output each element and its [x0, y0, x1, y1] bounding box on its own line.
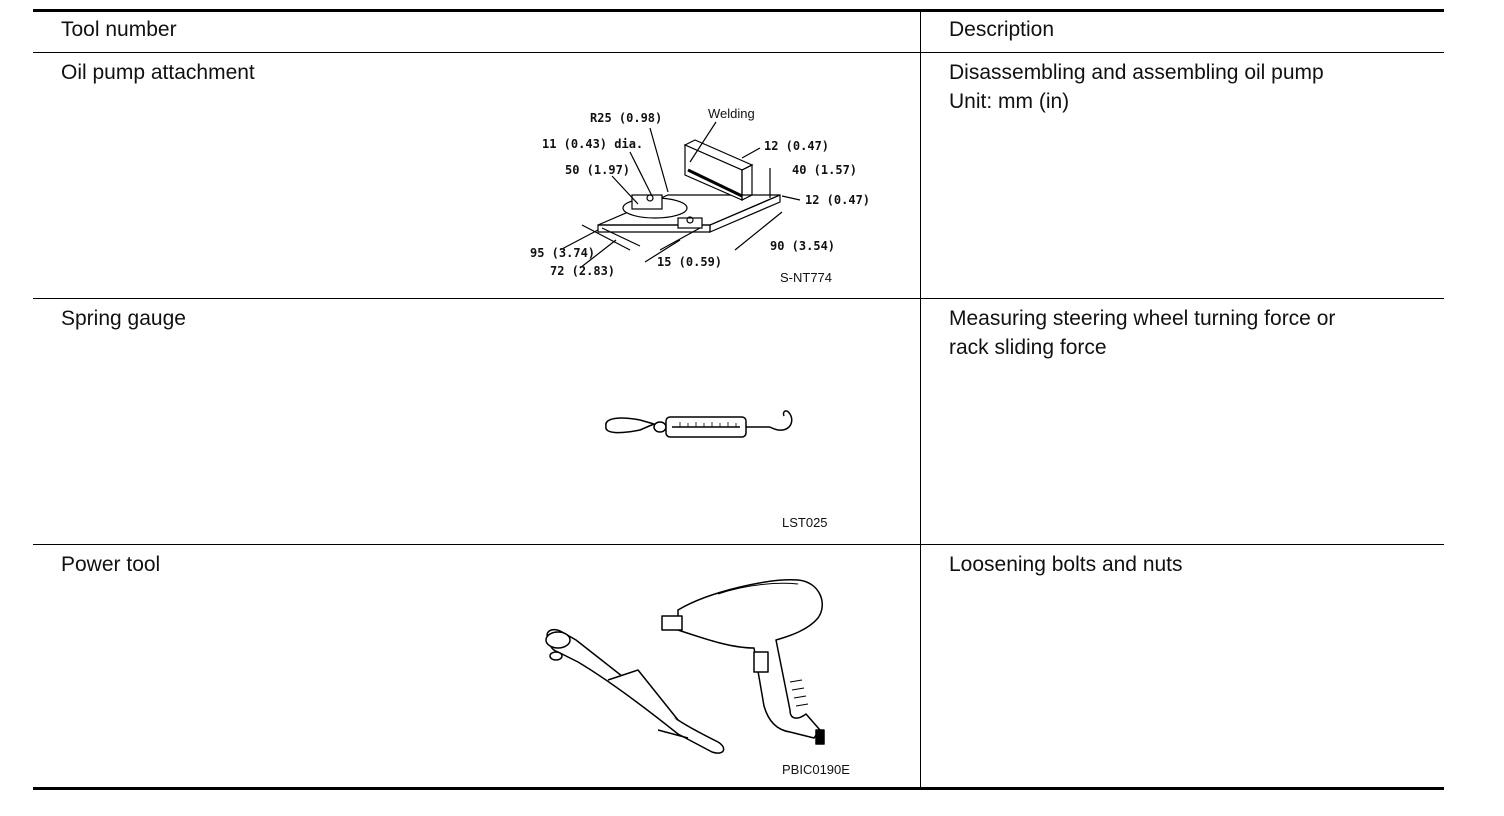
table-bottom-rule — [33, 787, 1444, 790]
spring-gauge-figure — [600, 400, 800, 450]
column-divider — [920, 10, 921, 790]
description-power-tool: Loosening bolts and nuts — [949, 553, 1183, 576]
table-top-rule — [33, 9, 1444, 12]
dim-label-50: 50 (1.97) — [565, 163, 631, 177]
figure-code-lst025: LST025 — [782, 515, 828, 530]
tool-name-oil-pump-attachment: Oil pump attachment — [61, 61, 255, 84]
dim-label-90: 90 (3.54) — [770, 239, 836, 253]
oil-pump-attachment-figure: R25 (0.98) Welding 11 (0.43) dia. 50 (1.… — [520, 100, 890, 290]
dim-label-hole-diameter: 11 (0.43) dia. — [542, 137, 644, 151]
header-description: Description — [949, 18, 1055, 41]
row-divider-2 — [33, 544, 1444, 545]
dim-label-12-top: 12 (0.47) — [764, 139, 830, 153]
tool-name-spring-gauge: Spring gauge — [61, 307, 186, 330]
header-tool-number: Tool number — [61, 18, 177, 41]
dim-label-72: 72 (2.83) — [550, 264, 616, 278]
figure-code-s-nt774: S-NT774 — [780, 270, 833, 285]
figure-code-pbic0190e: PBIC0190E — [782, 762, 850, 777]
description-spring-gauge-line-1: Measuring steering wheel turning force o… — [949, 307, 1336, 330]
dim-label-r25: R25 (0.98) — [590, 111, 663, 125]
description-spring-gauge-line-2: rack sliding force — [949, 336, 1107, 359]
header-bottom-rule — [33, 52, 1444, 53]
dim-label-welding: Welding — [708, 106, 755, 121]
dim-label-12-side: 12 (0.47) — [805, 193, 871, 207]
row-divider-1 — [33, 298, 1444, 299]
tool-name-power-tool: Power tool — [61, 553, 161, 576]
dim-label-95: 95 (3.74) — [530, 246, 596, 260]
power-tool-figure — [528, 570, 838, 760]
dim-label-15: 15 (0.59) — [657, 255, 723, 269]
description-oil-pump-line-2: Unit: mm (in) — [949, 90, 1070, 113]
dim-label-40: 40 (1.57) — [792, 163, 858, 177]
description-oil-pump-line-1: Disassembling and assembling oil pump — [949, 61, 1324, 84]
